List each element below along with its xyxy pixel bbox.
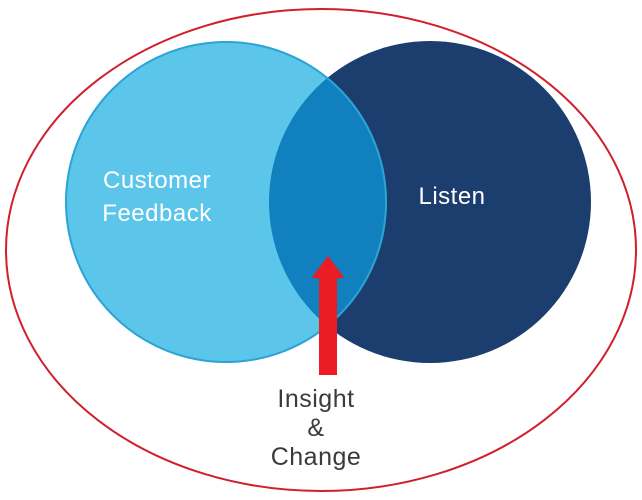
insight-change-caption-line3: Change bbox=[270, 443, 362, 471]
up-arrow-icon bbox=[311, 256, 345, 375]
customer-feedback-label-line2: Feedback bbox=[102, 200, 212, 227]
customer-feedback-label-line1: Customer bbox=[102, 167, 212, 194]
insight-change-caption: Insight & Change bbox=[213, 385, 419, 472]
overlap-region bbox=[269, 41, 387, 363]
customer-feedback-label: Customer Feedback bbox=[77, 164, 237, 230]
listen-label: Listen bbox=[418, 183, 486, 210]
outer-ellipse bbox=[5, 8, 637, 492]
insight-change-caption-line1: Insight bbox=[277, 385, 355, 413]
insight-change-caption-line2: & bbox=[307, 414, 325, 442]
